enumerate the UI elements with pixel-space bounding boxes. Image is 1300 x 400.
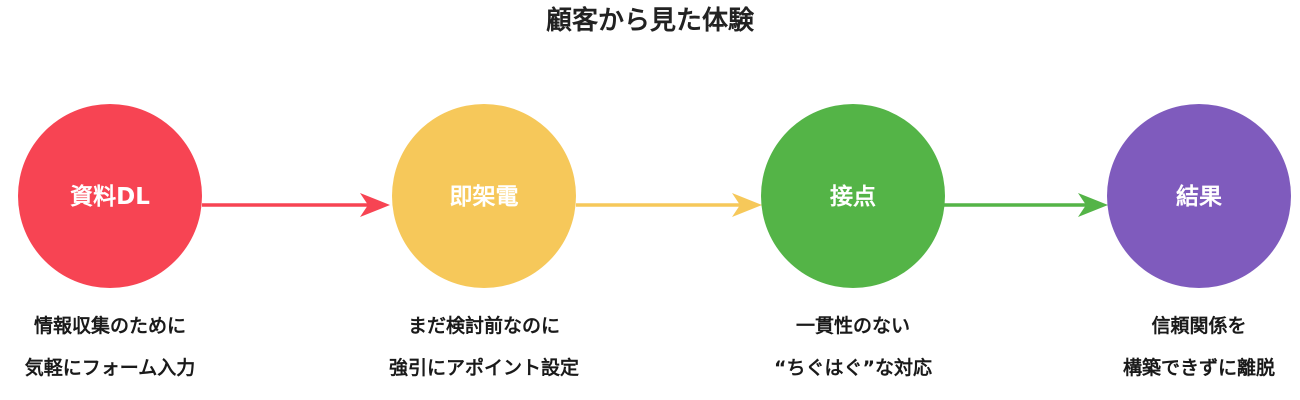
caption-line: 構築できずに離脱 [1122, 357, 1275, 379]
arrowhead-3 [1078, 193, 1108, 217]
connector-1 [202, 193, 390, 217]
step-label-4: 結果 [1176, 183, 1222, 210]
caption-line: 信頼関係を [1151, 315, 1247, 337]
step-caption-4: 信頼関係を 構築できずに離脱 [1039, 316, 1300, 378]
connector-3 [944, 193, 1108, 217]
step-node-1: 資料DL [18, 104, 202, 288]
step-caption-1: 情報収集のために 気軽にフォーム入力 [0, 316, 270, 378]
diagram-title: 顧客から見た体験 [545, 6, 754, 36]
step-caption-2: まだ検討前なのに 強引にアポイント設定 [324, 316, 644, 378]
step-circle-2 [392, 104, 576, 288]
step-circle-4 [1107, 104, 1291, 288]
caption-line: 一貫性のない [795, 315, 910, 337]
arrowhead-2 [732, 193, 762, 217]
step-label-1: 資料DL [70, 183, 150, 210]
step-node-2: 即架電 [392, 104, 576, 288]
caption-line: 情報収集のために [33, 315, 186, 337]
caption-line: 強引にアポイント設定 [388, 357, 579, 379]
step-node-4: 結果 [1107, 104, 1291, 288]
step-label-3: 接点 [830, 184, 876, 210]
step-circle-3 [761, 104, 945, 288]
step-caption-3: 一貫性のない “ちぐはぐ”な対応 [693, 316, 1013, 378]
step-circle-1 [18, 104, 202, 288]
connector-2 [576, 193, 762, 217]
arrowhead-1 [360, 193, 390, 217]
caption-line: 気軽にフォーム入力 [24, 357, 196, 379]
caption-line: “ちぐはぐ”な対応 [774, 357, 932, 379]
step-node-3: 接点 [761, 104, 945, 288]
caption-line: まだ検討前なのに [407, 315, 560, 337]
step-label-2: 即架電 [450, 184, 519, 210]
